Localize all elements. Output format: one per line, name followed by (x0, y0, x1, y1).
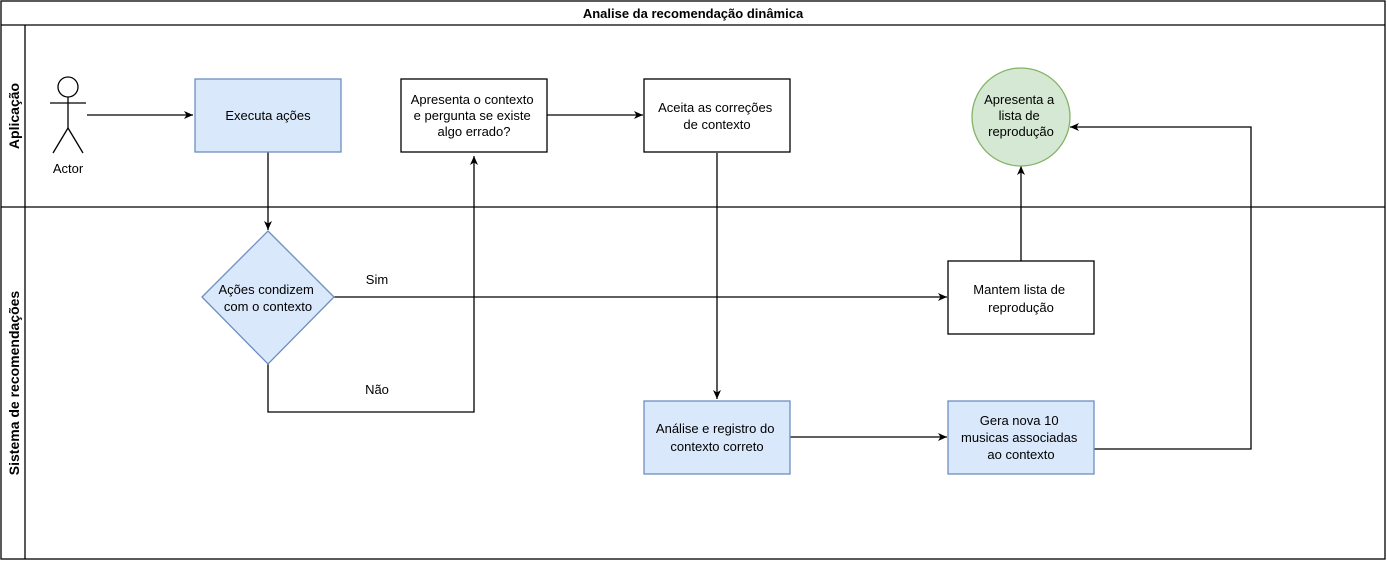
actor-figure (50, 76, 86, 154)
node-apresenta-contexto-label: Apresenta o contexto e pergunta se exist… (411, 92, 537, 139)
node-apresenta-lista (971, 67, 1071, 167)
node-executa-label: Executa ações (225, 108, 311, 123)
node-apresenta-lista-label: Apresenta a lista de reprodução (984, 92, 1058, 139)
edge-label-sim: Sim (366, 272, 388, 287)
actor-label: Actor (53, 161, 84, 176)
node-analise-registro (643, 400, 791, 475)
edges (87, 111, 1252, 450)
edge-decisao-nao-to-apresenta (267, 156, 478, 413)
edge-label-nao: Não (365, 382, 389, 397)
node-aceita-label: Aceita as correções de contexto (658, 100, 776, 132)
node-decisao-acoes (201, 230, 335, 365)
node-apresenta-contexto (400, 78, 548, 153)
node-gera-label: Gera nova 10 musicas associadas ao conte… (961, 413, 1081, 462)
node-mantem-label: Mantem lista de reprodução (973, 282, 1068, 315)
node-gera-musicas (947, 400, 1095, 475)
node-decisao-label: Ações condizem com o contexto (218, 282, 317, 314)
edge-gera-to-lista (1070, 123, 1252, 450)
node-executa-acoes (194, 78, 342, 153)
lane-label-sistema: Sistema de recomendações (6, 291, 22, 476)
pool-title: Analise da recomendação dinâmica (583, 6, 804, 21)
node-mantem-lista (947, 260, 1095, 335)
lane-label-aplicacao: Aplicação (6, 83, 22, 149)
node-analise-label: Análise e registro do contexto correto (656, 421, 778, 454)
node-aceita-correcoes (643, 78, 791, 153)
